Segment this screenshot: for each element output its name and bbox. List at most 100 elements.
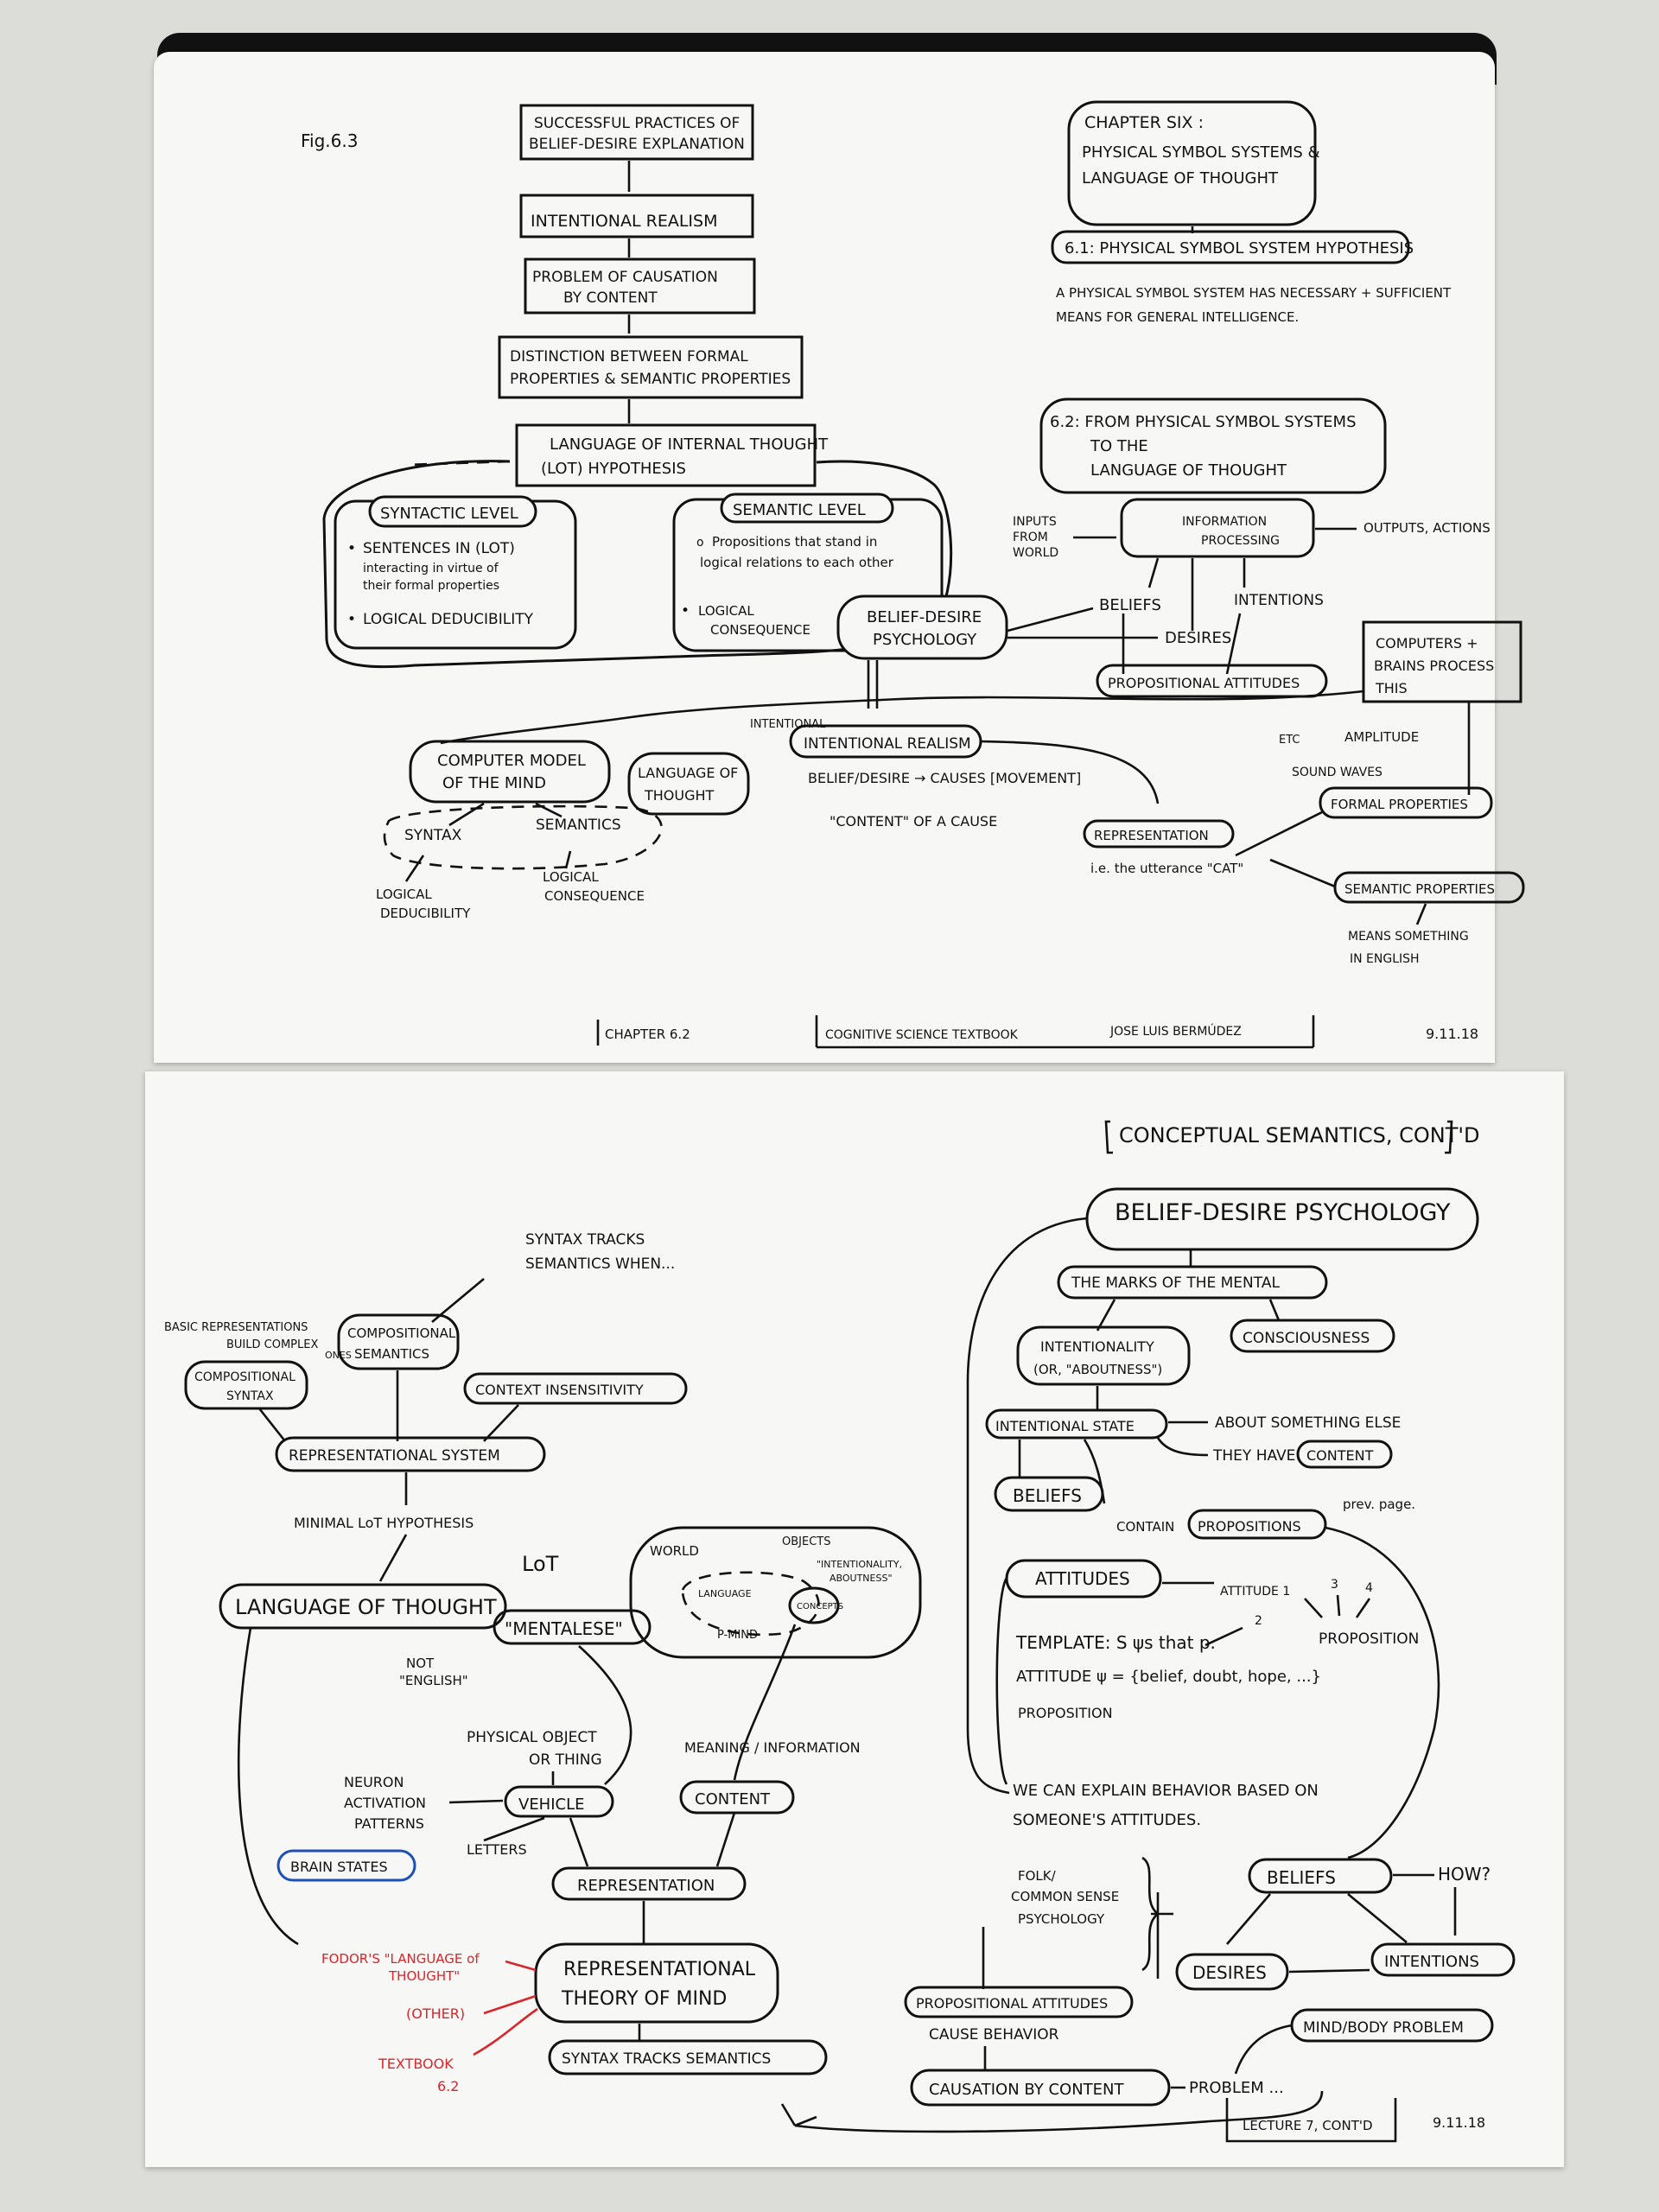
explain-text: WE CAN EXPLAIN BEHAVIOR BASED ON — [1013, 1782, 1319, 1800]
syntax-text: SYNTAX — [404, 827, 462, 844]
semantic-item: LOGICAL — [698, 603, 754, 619]
flow-text: PROPERTIES & SEMANTIC PROPERTIES — [510, 371, 791, 388]
rtm-text: REPRESENTATIONAL — [563, 1959, 756, 1980]
representation-text: REPRESENTATION — [1094, 828, 1209, 843]
syntactic-level-title: SYNTACTIC LEVEL — [380, 505, 518, 523]
objects-text: OBJECTS — [782, 1535, 830, 1548]
p-mind-text: P-MIND — [717, 1629, 758, 1642]
arrow — [1289, 1970, 1370, 1972]
context-text: CONTEXT INSENSITIVITY — [475, 1382, 644, 1398]
comp-syn-text: COMPOSITIONAL — [194, 1370, 296, 1384]
rtm-text: THEORY OF MIND — [561, 1988, 727, 2010]
beliefs-text: BELIEFS — [1013, 1485, 1082, 1506]
lot-text: LANGUAGE OF THOUGHT — [235, 1595, 497, 1619]
flow-text: DISTINCTION BETWEEN FORMAL — [510, 348, 748, 365]
intstate-text: INTENTIONAL STATE — [995, 1418, 1135, 1434]
syntax-tracks-text: SEMANTICS WHEN... — [525, 1255, 675, 1273]
not-english-text: "ENGLISH" — [399, 1673, 468, 1688]
neuron-text: PATTERNS — [354, 1815, 424, 1832]
bullet: • — [347, 540, 356, 557]
page-header: CONCEPTUAL SEMANTICS, CONT'D — [1119, 1123, 1479, 1147]
basic-rep-text: BUILD COMPLEX — [226, 1338, 318, 1351]
inputs-text: WORLD — [1013, 546, 1058, 560]
flow-text: PROBLEM OF CAUSATION — [532, 269, 718, 286]
connector — [1236, 812, 1426, 925]
section-61-title: 6.1: PHYSICAL SYMBOL SYSTEM HYPOTHESIS — [1065, 239, 1414, 257]
mindbody-text: MIND/BODY PROBLEM — [1303, 2019, 1464, 2037]
desires-text: DESIRES — [1165, 629, 1231, 647]
flow-box-distinction — [499, 337, 802, 397]
concepts-text: CONCEPTS — [797, 1602, 843, 1611]
attitudes-text: ATTITUDES — [1035, 1568, 1130, 1589]
red-connector — [474, 1961, 537, 2055]
semantic-level-title: SEMANTIC LEVEL — [733, 501, 866, 519]
etc-text: ETC — [1279, 734, 1300, 747]
computer-model-box — [410, 741, 609, 802]
connector — [1151, 1892, 1173, 1979]
intentionality-text: INTENTIONALITY — [1040, 1338, 1154, 1355]
content-text: CONTENT — [695, 1790, 771, 1808]
intentionality-text: "INTENTIONALITY, — [817, 1559, 902, 1570]
neuron-text: ACTIVATION — [344, 1795, 426, 1811]
footer-author: JOSE LUIS BERMÚDEZ — [1109, 1023, 1242, 1039]
lecture-text: LECTURE 7, CONT'D — [1243, 2118, 1373, 2133]
semantic-item: logical relations to each other — [700, 555, 894, 570]
arrow-head — [782, 2104, 817, 2126]
inputs-text: INPUTS — [1013, 515, 1057, 529]
meaning-text: MEANING / INFORMATION — [684, 1739, 861, 1756]
content-cause-text: "CONTENT" OF A CAUSE — [830, 813, 997, 830]
causation-text: CAUSATION BY CONTENT — [929, 2081, 1125, 2099]
computers-text: COMPUTERS + — [1376, 635, 1478, 652]
lot-box — [629, 753, 748, 814]
bullet: o — [696, 536, 704, 550]
syntactic-item: SENTENCES IN (LOT) — [363, 540, 515, 557]
attitude-psi-text: ATTITUDE ψ = {belief, doubt, hope, ...} — [1016, 1668, 1321, 1686]
neuron-text: NEURON — [344, 1774, 404, 1790]
lot-text: THOUGHT — [644, 787, 715, 804]
connector — [380, 1535, 406, 1581]
explain-text: SOMEONE'S ATTITUDES. — [1013, 1811, 1201, 1829]
rtm-box — [536, 1944, 778, 2022]
arrow — [1227, 1887, 1455, 1944]
other-text: (OTHER) — [406, 2005, 465, 2022]
representation-text: REPRESENTATION — [577, 1877, 715, 1895]
means-text: MEANS SOMETHING — [1348, 930, 1469, 944]
cmm-text: OF THE MIND — [442, 774, 546, 792]
desires-text: DESIRES — [1192, 1962, 1267, 1983]
bullet: • — [347, 611, 356, 628]
footer-date: 9.11.18 — [1426, 1026, 1478, 1042]
comp-sem-text: COMPOSITIONAL — [347, 1325, 456, 1341]
connector — [238, 1628, 298, 1944]
chapter-text: PHYSICAL SYMBOL SYSTEMS & — [1082, 143, 1320, 162]
not-english-text: NOT — [406, 1656, 435, 1671]
amplitude-text: AMPLITUDE — [1344, 729, 1419, 745]
inputs-text: FROM — [1013, 531, 1048, 544]
footer-chapter: CHAPTER 6.2 — [605, 1027, 690, 1042]
proposition2-text: PROPOSITION — [1018, 1705, 1113, 1721]
number-2: 2 — [1255, 1614, 1262, 1628]
attitude1-text: ATTITUDE 1 — [1220, 1585, 1290, 1599]
info-text: PROCESSING — [1201, 534, 1280, 548]
comp-syn-text: SYNTAX — [226, 1389, 274, 1403]
section-62-text: LANGUAGE OF THOUGHT — [1090, 461, 1287, 480]
section-61-desc: A PHYSICAL SYMBOL SYSTEM HAS NECESSARY +… — [1056, 285, 1452, 301]
intentions-text: INTENTIONS — [1384, 1953, 1479, 1971]
semantics-text: SEMANTICS — [536, 817, 621, 834]
template-text: TEMPLATE: S ψs that p. — [1015, 1632, 1216, 1653]
folk-text: FOLK/ — [1018, 1868, 1057, 1884]
flow-text: INTENTIONAL REALISM — [531, 212, 718, 231]
belief-desire-text: PSYCHOLOGY — [873, 631, 977, 649]
bullet: • — [681, 602, 690, 620]
brain-states-text: BRAIN STATES — [290, 1859, 388, 1875]
folk-text: COMMON SENSE — [1011, 1889, 1119, 1904]
beliefs2-text: BELIEFS — [1267, 1867, 1336, 1888]
logcon-text: CONSEQUENCE — [544, 888, 645, 904]
computers-text: THIS — [1375, 680, 1408, 696]
lot-text: LANGUAGE OF — [638, 765, 738, 781]
belief-desire-box — [838, 596, 1007, 658]
connector — [997, 1578, 1007, 1784]
means-text: IN ENGLISH — [1350, 952, 1420, 966]
cmm-text: COMPUTER MODEL — [437, 752, 586, 770]
syntax-tracks-text: SYNTAX TRACKS — [525, 1231, 645, 1249]
